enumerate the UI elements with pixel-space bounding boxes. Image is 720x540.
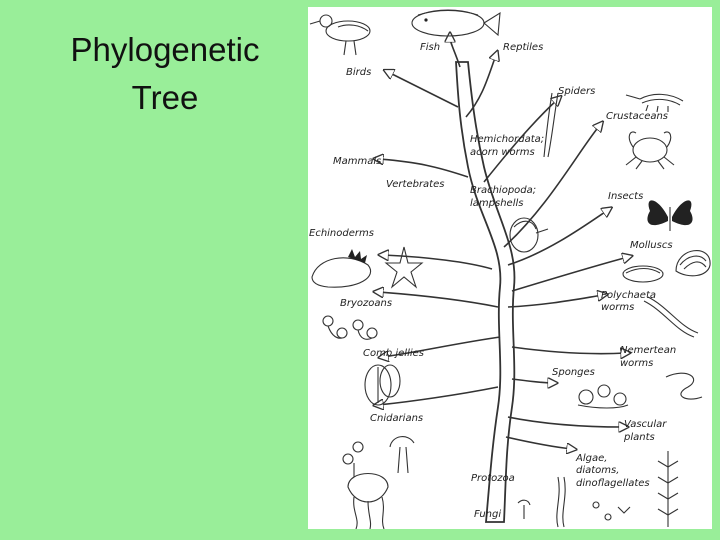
label-crustaceans: Crustaceans — [606, 111, 668, 122]
lampshell-icon — [509, 217, 549, 253]
label-reptiles: Reptiles — [503, 42, 543, 53]
vascular-plant-icon — [657, 451, 679, 527]
label-echinoderms: Echinoderms — [309, 228, 374, 239]
label-algae-2: diatoms, — [576, 465, 619, 476]
starfish-icon — [384, 246, 424, 289]
butterfly-icon — [647, 200, 693, 231]
label-hemichordata-1: Hemichordata; — [470, 134, 544, 145]
cnidarian-icon — [342, 436, 415, 477]
fungi-icon — [517, 499, 531, 519]
bryozoan-icon — [322, 315, 378, 340]
label-algae-3: dinoflagellates — [576, 478, 650, 489]
branch-arrows — [378, 37, 628, 449]
sponge-icon — [577, 384, 629, 409]
slide-title: Phylogenetic Tree — [30, 26, 300, 122]
label-insects: Insects — [608, 191, 643, 202]
comb-jelly-icon — [364, 364, 401, 406]
label-hemichordata-2: acorn worms — [470, 147, 535, 158]
sandpiper-icon — [309, 14, 371, 56]
label-vascular-1: Vascular — [624, 419, 667, 430]
title-line-1: Phylogenetic — [70, 31, 260, 68]
label-polychaeta-2: worms — [601, 302, 634, 313]
title-line-2: Tree — [131, 79, 199, 116]
nemertean-worm-icon — [665, 372, 703, 400]
label-algae-1: Algae, — [575, 453, 607, 464]
flatfish-icon — [411, 9, 501, 37]
label-vascular-2: plants — [623, 432, 655, 443]
label-mammals: Mammals — [333, 156, 381, 167]
label-sponges: Sponges — [552, 367, 595, 378]
label-cnidarians: Cnidarians — [370, 413, 423, 424]
label-bryozoans: Bryozoans — [340, 298, 392, 309]
label-brachiopoda-2: lampshells — [470, 198, 523, 209]
label-molluscs: Molluscs — [630, 240, 673, 251]
clam-icon — [622, 250, 711, 283]
polychaete-worm-icon — [643, 296, 699, 338]
label-brachiopoda-1: Brachiopoda; — [470, 185, 536, 196]
label-protozoa: Protozoa — [471, 473, 515, 484]
algae-icon — [556, 476, 631, 528]
label-nemertean-1: Nemertean — [620, 345, 676, 356]
shrimp-icon — [625, 93, 684, 113]
tree-illustration-panel: Fish Reptiles Birds Spiders Crustaceans … — [308, 7, 712, 529]
tree-trunk — [455, 61, 516, 523]
sea-cucumber-icon — [311, 249, 371, 288]
label-polychaeta-1: Polychaeta — [601, 290, 656, 301]
phylogenetic-tree-diagram: Fish Reptiles Birds Spiders Crustaceans … — [309, 9, 711, 529]
label-birds: Birds — [346, 67, 371, 78]
jellyfish-icon — [347, 473, 389, 529]
label-spiders: Spiders — [558, 86, 595, 97]
acorn-worm-icon — [543, 92, 559, 158]
label-vertebrates: Vertebrates — [386, 179, 444, 190]
crab-icon — [625, 131, 675, 170]
label-nemertean-2: worms — [620, 358, 653, 369]
label-fish: Fish — [420, 42, 440, 53]
label-fungi: Fungi — [474, 509, 501, 520]
label-comb-jellies: Comb jellies — [363, 348, 424, 359]
